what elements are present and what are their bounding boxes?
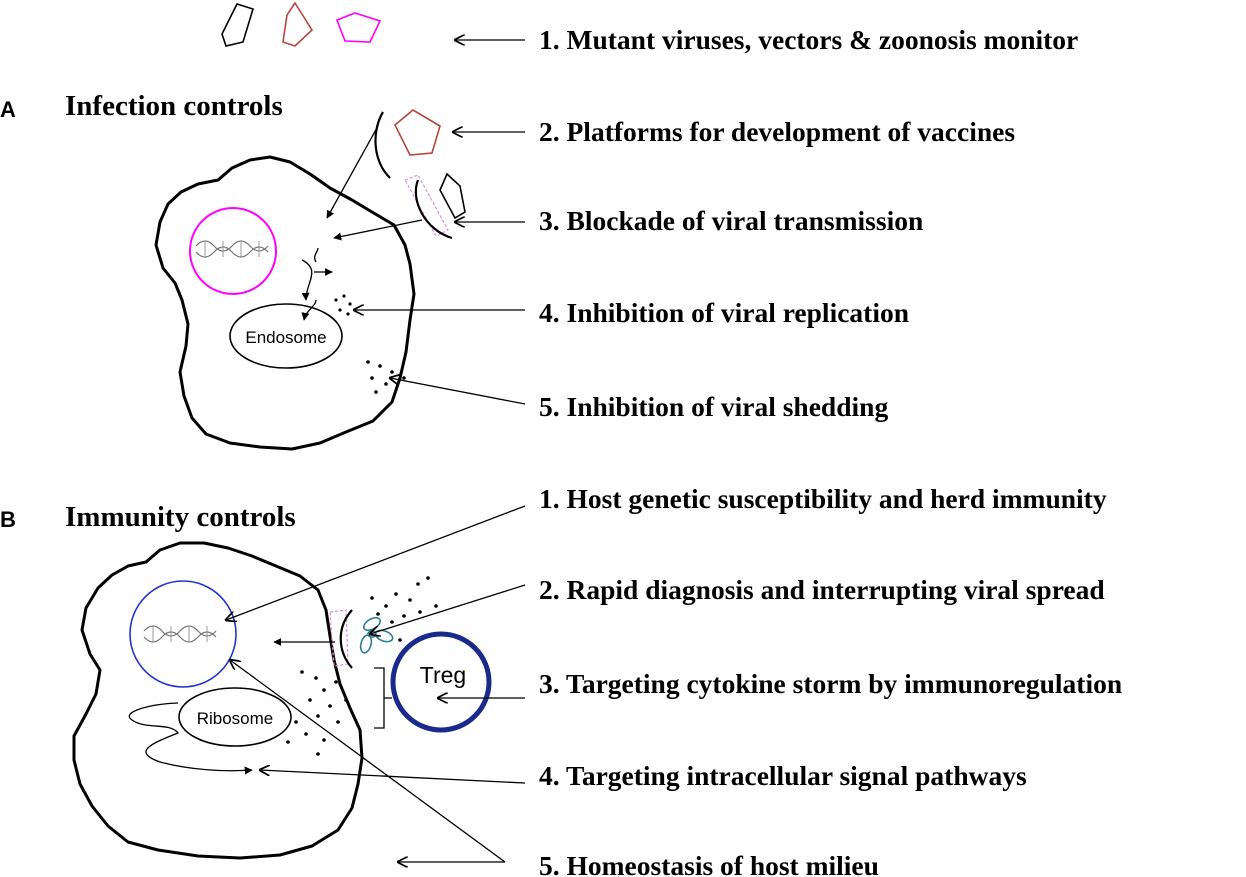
panel-b-item-1: 1. Host genetic susceptibility and herd …	[539, 483, 1107, 514]
cell-b-outline	[72, 541, 364, 860]
panel-b-item-4: 4. Targeting intracellular signal pathwa…	[539, 760, 1027, 791]
panel-a-item-4: 4. Inhibition of viral replication	[539, 297, 909, 328]
membrane-receptor-arc	[339, 609, 353, 669]
arrow-a-5	[390, 378, 526, 405]
arrow-b-5-nucleus	[230, 660, 506, 863]
mutant-virus-shapes	[221, 1, 382, 47]
treg-bracket	[374, 667, 392, 729]
arrow-b-4	[260, 770, 526, 784]
virus-black-entry-icon	[439, 172, 466, 220]
viral-envelope-arc-2	[414, 179, 453, 240]
nucleus-b	[129, 580, 237, 688]
shedding-dots-a	[366, 360, 406, 394]
panel-b-item-5: 5. Homeostasis of host milieu	[539, 850, 879, 877]
cell-a-outline	[154, 155, 416, 451]
arrow-a-entry-2	[333, 219, 423, 241]
arrow-b-1	[226, 505, 526, 620]
virus-black-icon	[221, 3, 254, 47]
endosome	[229, 303, 343, 369]
arrow-a-endosome	[301, 299, 317, 321]
top-item-1: 1. Mutant viruses, vectors & zoonosis mo…	[539, 24, 1078, 55]
panel-a-item-5: 5. Inhibition of viral shedding	[539, 391, 888, 422]
panel-a-letter: A	[0, 97, 16, 122]
panel-b-item-2: 2. Rapid diagnosis and interrupting vira…	[539, 574, 1105, 605]
vaccine-virus-brown-icon	[394, 109, 441, 156]
panel-b-letter: B	[0, 507, 16, 532]
panel-a-item-3: 3. Blockade of viral transmission	[539, 205, 923, 236]
arrow-a-wave	[313, 247, 319, 263]
receptor-box-pink	[404, 174, 449, 237]
signal-pathway-loop	[128, 702, 253, 775]
endosome-label: Endosome	[245, 328, 326, 347]
virus-brown-icon	[282, 1, 314, 47]
viral-envelope-arc-1	[374, 111, 391, 179]
ribosome	[178, 687, 292, 747]
replication-dots-a	[334, 294, 352, 316]
ribosome-label: Ribosome	[197, 709, 274, 728]
treg-cell	[390, 631, 492, 733]
antibody-icon	[359, 616, 394, 654]
panel-a-item-2: 2. Platforms for development of vaccines	[539, 116, 1015, 147]
panel-b-item-3: 3. Targeting cytokine storm by immunoreg…	[539, 668, 1122, 699]
treg-label: Treg	[420, 662, 466, 688]
arrow-a-entry-1	[326, 125, 379, 219]
arrow-b-2	[370, 584, 526, 634]
dna-helix-b-icon	[143, 625, 217, 643]
panel-a-title: Infection controls	[65, 90, 283, 122]
panel-b-title: Immunity controls	[65, 501, 296, 533]
nucleus-a	[189, 207, 277, 295]
virus-magenta-icon	[335, 12, 382, 43]
cytokine-dots-b	[286, 576, 438, 756]
arrow-a-traffic	[301, 259, 313, 301]
dna-helix-a-icon	[195, 240, 269, 258]
